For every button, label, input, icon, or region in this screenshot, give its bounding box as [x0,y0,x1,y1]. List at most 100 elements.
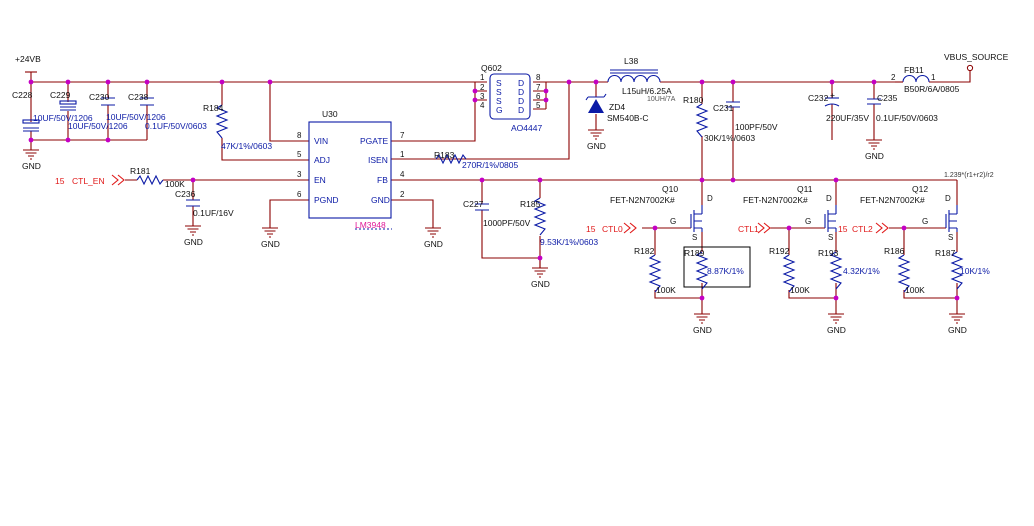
svg-text:100PF/50V: 100PF/50V [735,122,778,132]
gnd-label: GND [424,239,443,249]
gnd-label: GND [865,151,884,161]
wires [30,70,971,314]
u30-ic: U30 LM3948 8 VIN 5 ADJ 3 EN 6 PGND 7 PGA… [297,109,405,230]
r189-resistor: R189 8.87K/1% [683,246,751,290]
gnd-symbol: GND [865,139,884,161]
svg-text:5: 5 [297,150,302,159]
svg-text:Q602: Q602 [481,63,502,73]
svg-text:FET-N2N7002K#: FET-N2N7002K# [743,195,808,205]
svg-text:15: 15 [586,224,596,234]
svg-text:S: S [496,96,502,106]
svg-text:0.1UF/50V/0603: 0.1UF/50V/0603 [145,121,207,131]
svg-text:ISEN: ISEN [368,155,388,165]
svg-text:1: 1 [400,150,405,159]
svg-text:Q11: Q11 [797,184,813,194]
svg-text:2: 2 [891,73,896,82]
svg-text:FET-N2N7002K#: FET-N2N7002K# [860,195,925,205]
u30-body [308,121,392,219]
c238-capacitor: C238 0.1UF/50V/0603 [128,92,207,131]
svg-text:6: 6 [536,92,541,101]
gnd-symbol: GND [948,313,967,335]
gnd-symbol: GND [424,227,443,249]
svg-text:CTL_EN: CTL_EN [72,176,105,186]
svg-text:VIN: VIN [314,136,328,146]
svg-text:R185: R185 [520,199,541,209]
svg-text:4: 4 [400,170,405,179]
vin-net-label: +24VB [15,54,41,64]
gnd-symbol: GND [827,313,846,335]
gnd-symbol: GND [184,225,203,247]
svg-text:R187: R187 [935,248,956,258]
gnd-symbols: GND GND GND GND GND GND GND GND GND GND [22,129,967,335]
svg-text:47K/1%/0603: 47K/1%/0603 [221,141,272,151]
svg-text:R180: R180 [683,95,704,105]
svg-text:100K: 100K [905,285,925,295]
svg-text:PGND: PGND [314,195,339,205]
junction-dots [28,79,960,301]
svg-text:PGATE: PGATE [360,136,389,146]
svg-text:10UF/50V/1206: 10UF/50V/1206 [68,121,128,131]
gnd-symbol: GND [693,313,712,335]
svg-text:3: 3 [480,92,485,101]
svg-text:D: D [518,87,524,97]
svg-text:2: 2 [400,190,405,199]
svg-text:S: S [496,78,502,88]
svg-text:5: 5 [536,101,541,110]
q11-fet: Q11 FET-N2N7002K# G D S 15 CTL1 [738,184,848,242]
r181-resistor: R181 100K [130,166,185,189]
c230-capacitor: C230 10UF/50V/1206 [89,92,166,122]
svg-text:7: 7 [400,131,405,140]
svg-text:G: G [496,105,503,115]
svg-text:220UF/35V: 220UF/35V [826,113,869,123]
gnd-label: GND [531,279,550,289]
svg-text:100K: 100K [656,285,676,295]
r183-resistor: R183 270R/1%/0805 [434,150,519,170]
svg-text:7: 7 [536,83,541,92]
fb11-ferrite-bead: FB11 2 1 B50R/6A/0805 [891,65,960,94]
svg-text:10UF/50V/1206: 10UF/50V/1206 [106,112,166,122]
svg-text:R183: R183 [434,150,455,160]
svg-text:100K: 100K [790,285,810,295]
svg-text:0.1UF/16V: 0.1UF/16V [193,208,234,218]
svg-text:6: 6 [297,190,302,199]
c235-capacitor: C235 0.1UF/50V/0603 [867,93,938,123]
svg-text:ZD4: ZD4 [609,102,625,112]
svg-text:1000PF/50V: 1000PF/50V [483,218,531,228]
svg-text:15: 15 [838,224,848,234]
svg-text:100K: 100K [165,179,185,189]
svg-text:AO4447: AO4447 [511,123,542,133]
svg-text:R181: R181 [130,166,151,176]
gnd-label: GND [184,237,203,247]
svg-text:0.1UF/50V/0603: 0.1UF/50V/0603 [876,113,938,123]
svg-text:L15uH/6.25A: L15uH/6.25A [622,86,672,96]
gnd-label: GND [22,161,41,171]
svg-text:C229: C229 [50,90,71,100]
svg-text:4: 4 [480,101,485,110]
svg-text:30K/1%/0603: 30K/1%/0603 [704,133,755,143]
net-labels: +24VB VBUS_SOURCE 1.239*(r1+r2)/r2 [15,52,1009,179]
vbus-port-symbol [966,64,974,72]
r186-resistor: R186 100K [884,246,925,295]
svg-text:1: 1 [931,73,936,82]
svg-text:C232: C232 [808,93,829,103]
svg-text:D: D [707,194,713,203]
svg-text:15: 15 [55,176,65,186]
input-capacitors: C228 10UF/50V/1206 C229 10UF/50V/1206 C2… [12,90,207,132]
gnd-label: GND [261,239,280,249]
r185-resistor: R185 9.53K/1%/0603 [520,197,598,247]
gnd-label: GND [827,325,846,335]
svg-text:CTL1: CTL1 [738,224,759,234]
svg-text:C228: C228 [12,90,33,100]
svg-text:10UF/50V/1206: 10UF/50V/1206 [33,113,93,123]
r180-resistor: R180 30K/1%/0603 [683,95,755,143]
svg-text:C235: C235 [877,93,898,103]
svg-text:1: 1 [480,73,485,82]
svg-text:G: G [670,217,676,226]
svg-text:C231: C231 [713,103,734,113]
svg-text:C227: C227 [463,199,484,209]
svg-text:G: G [805,217,811,226]
svg-text:FB11: FB11 [904,65,924,75]
svg-text:GND: GND [371,195,390,205]
svg-text:CTL0: CTL0 [602,224,623,234]
svg-text:LM3948: LM3948 [355,220,386,230]
